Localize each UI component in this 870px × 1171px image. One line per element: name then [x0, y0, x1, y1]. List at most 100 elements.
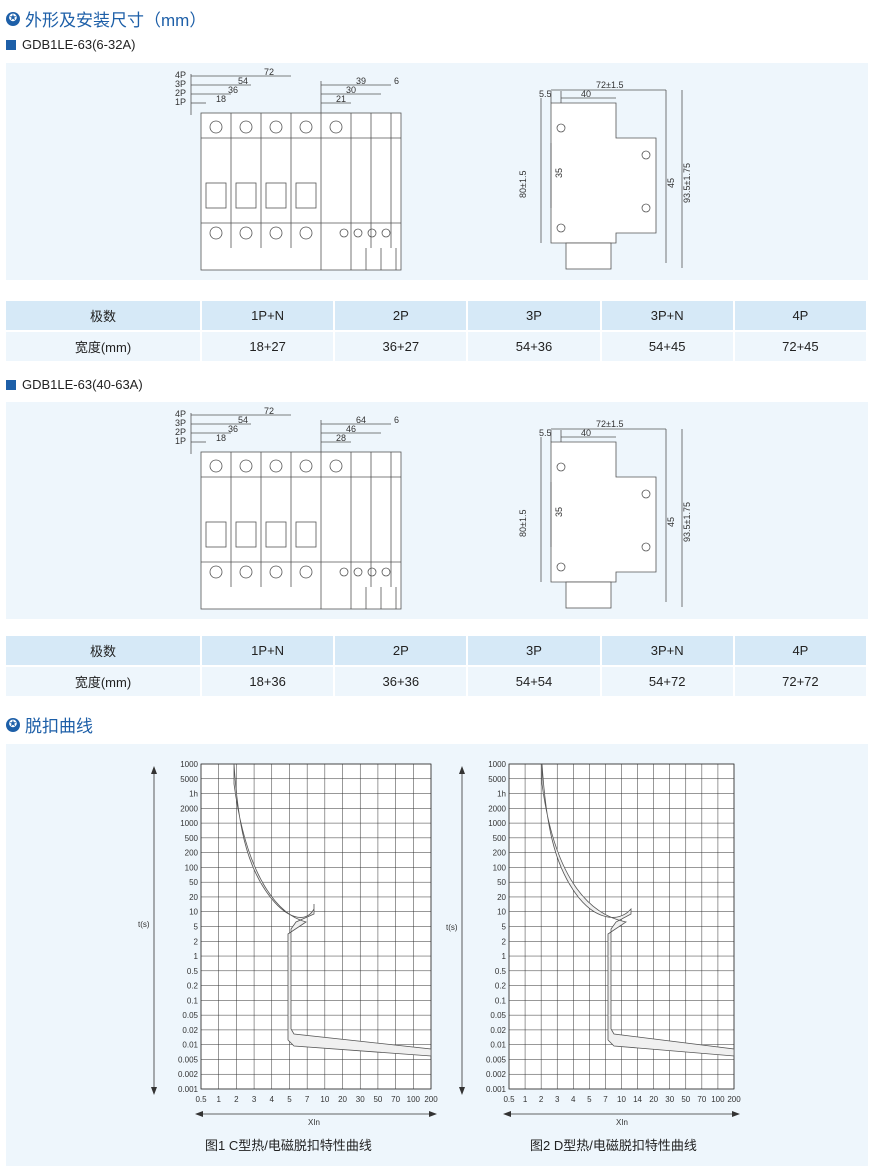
- y-tick-label: 50: [497, 878, 506, 887]
- x-axis-label: XIn: [308, 1118, 320, 1127]
- y-tick-label: 5: [502, 923, 507, 932]
- x-tick-label: 20: [649, 1095, 658, 1104]
- dimension-drawing-2: 4P 3P 2P 1P 72 54 36 18 64 46 28 6 72±1.…: [175, 406, 692, 610]
- y-tick-label: 0.002: [178, 1070, 199, 1079]
- y-tick-label: 1h: [189, 790, 198, 799]
- x-tick-label: 1: [216, 1095, 221, 1104]
- model-heading-1: GDB1LE-63(6-32A): [6, 37, 135, 52]
- x-tick-label: 70: [697, 1095, 706, 1104]
- table-cell: 宽度(mm): [6, 665, 203, 696]
- square-bullet-icon: [6, 379, 16, 390]
- y-tick-label: 5: [194, 923, 199, 932]
- y-tick-label: 20: [497, 893, 506, 902]
- dim-label: 39: [356, 76, 366, 86]
- section-title-curves: ✪ 脱扣曲线: [6, 712, 93, 737]
- dim-label: 80±1.5: [518, 510, 528, 537]
- dim-label: 30: [346, 85, 356, 95]
- dim-label: 40: [581, 89, 591, 99]
- y-tick-label: 2: [194, 937, 199, 946]
- y-axis-label: t(s): [138, 920, 150, 929]
- table-header-cell: 1P+N: [201, 301, 336, 331]
- x-tick-label: 5: [587, 1095, 592, 1104]
- dim-label: 64: [356, 415, 366, 425]
- table-header-cell: 2P: [334, 301, 469, 331]
- table-header-cell: 极数: [6, 636, 203, 666]
- pole-label: 1P: [175, 97, 186, 107]
- y-tick-label: 1000: [180, 760, 198, 769]
- y-tick-label: 0.01: [490, 1041, 506, 1050]
- table-header-cell: 3P: [467, 301, 602, 331]
- dim-label: 72: [264, 67, 274, 77]
- table-cell: 54+54: [467, 665, 602, 696]
- table-header-cell: 4P: [733, 301, 869, 331]
- y-tick-label: 0.2: [495, 982, 507, 991]
- y-tick-label: 100: [493, 863, 507, 872]
- table-cell: 36+27: [334, 330, 469, 361]
- y-tick-label: 200: [185, 849, 199, 858]
- y-tick-label: 20: [189, 893, 198, 902]
- dim-label: 45: [666, 178, 676, 188]
- pole-label: 1P: [175, 436, 186, 446]
- table-header-cell: 1P+N: [201, 636, 336, 666]
- y-tick-label: 0.5: [495, 967, 507, 976]
- y-tick-label: 5000: [180, 775, 198, 784]
- x-tick-label: 30: [356, 1095, 365, 1104]
- dim-label: 5.5: [539, 428, 552, 438]
- x-tick-label: 5: [287, 1095, 292, 1104]
- caption-curve-c: 图1 C型热/电磁脱扣特性曲线: [205, 1138, 372, 1153]
- dim-label: 80±1.5: [518, 171, 528, 198]
- y-tick-label: 10: [189, 908, 198, 917]
- x-tick-label: 30: [665, 1095, 674, 1104]
- y-tick-label: 0.2: [187, 982, 199, 991]
- y-tick-label: 1: [194, 952, 199, 961]
- x-tick-label: 7: [603, 1095, 608, 1104]
- y-tick-label: 2000: [488, 804, 506, 813]
- square-bullet-icon: [6, 39, 16, 50]
- x-tick-label: 3: [252, 1095, 257, 1104]
- caption-curve-d: 图2 D型热/电磁脱扣特性曲线: [530, 1138, 697, 1153]
- dim-label: 6: [394, 415, 399, 425]
- dim-label: 54: [238, 76, 248, 86]
- dim-label: 72±1.5: [596, 80, 623, 90]
- width-table-2: 极数 1P+N 2P 3P 3P+N 4P 宽度(mm) 18+36 36+36…: [6, 636, 869, 696]
- dim-label: 40: [581, 428, 591, 438]
- y-tick-label: 2: [502, 937, 507, 946]
- y-tick-label: 50: [189, 878, 198, 887]
- y-tick-label: 200: [493, 849, 507, 858]
- table-header-cell: 3P+N: [600, 636, 735, 666]
- pole-label: 3P: [175, 79, 186, 89]
- table-cell: 54+72: [600, 665, 735, 696]
- x-tick-label: 14: [633, 1095, 642, 1104]
- drawing-panel-1: 4P 3P 2P 1P 72 54 36 18 39 30 21 6 72±1.…: [6, 63, 868, 280]
- width-table-1: 极数 1P+N 2P 3P 3P+N 4P 宽度(mm) 18+27 36+27…: [6, 301, 869, 361]
- star-icon: ✪: [6, 717, 20, 732]
- table-header-cell: 3P+N: [600, 301, 735, 331]
- dim-label: 18: [216, 433, 226, 443]
- x-tick-label: 7: [305, 1095, 310, 1104]
- trip-curve-c: t(s) XIn 100050001h200010005002001005020…: [138, 760, 438, 1127]
- pole-label: 3P: [175, 418, 186, 428]
- y-tick-label: 0.5: [187, 967, 199, 976]
- dim-label: 93.5±1.75: [682, 163, 692, 203]
- x-axis-label: XIn: [616, 1118, 628, 1127]
- dim-label: 21: [336, 94, 346, 104]
- x-tick-label: 20: [338, 1095, 347, 1104]
- dim-label: 35: [554, 168, 564, 178]
- x-tick-label: 2: [234, 1095, 239, 1104]
- x-tick-label: 10: [617, 1095, 626, 1104]
- pole-label: 2P: [175, 88, 186, 98]
- x-tick-label: 0.5: [195, 1095, 207, 1104]
- y-tick-label: 1: [502, 952, 507, 961]
- y-tick-label: 0.01: [182, 1041, 198, 1050]
- dim-label: 36: [228, 424, 238, 434]
- y-tick-label: 2000: [180, 804, 198, 813]
- dim-label: 35: [554, 507, 564, 517]
- dim-label: 72: [264, 406, 274, 416]
- x-tick-label: 50: [681, 1095, 690, 1104]
- x-tick-label: 200: [424, 1095, 438, 1104]
- table-header-cell: 4P: [733, 636, 869, 666]
- table-header-cell: 3P: [467, 636, 602, 666]
- y-tick-label: 0.05: [182, 1011, 198, 1020]
- trip-curve-d: t(s) XIn 100050001h200010005002001005020…: [446, 760, 741, 1127]
- dimension-drawing-1: 4P 3P 2P 1P 72 54 36 18 39 30 21 6 72±1.…: [175, 67, 692, 271]
